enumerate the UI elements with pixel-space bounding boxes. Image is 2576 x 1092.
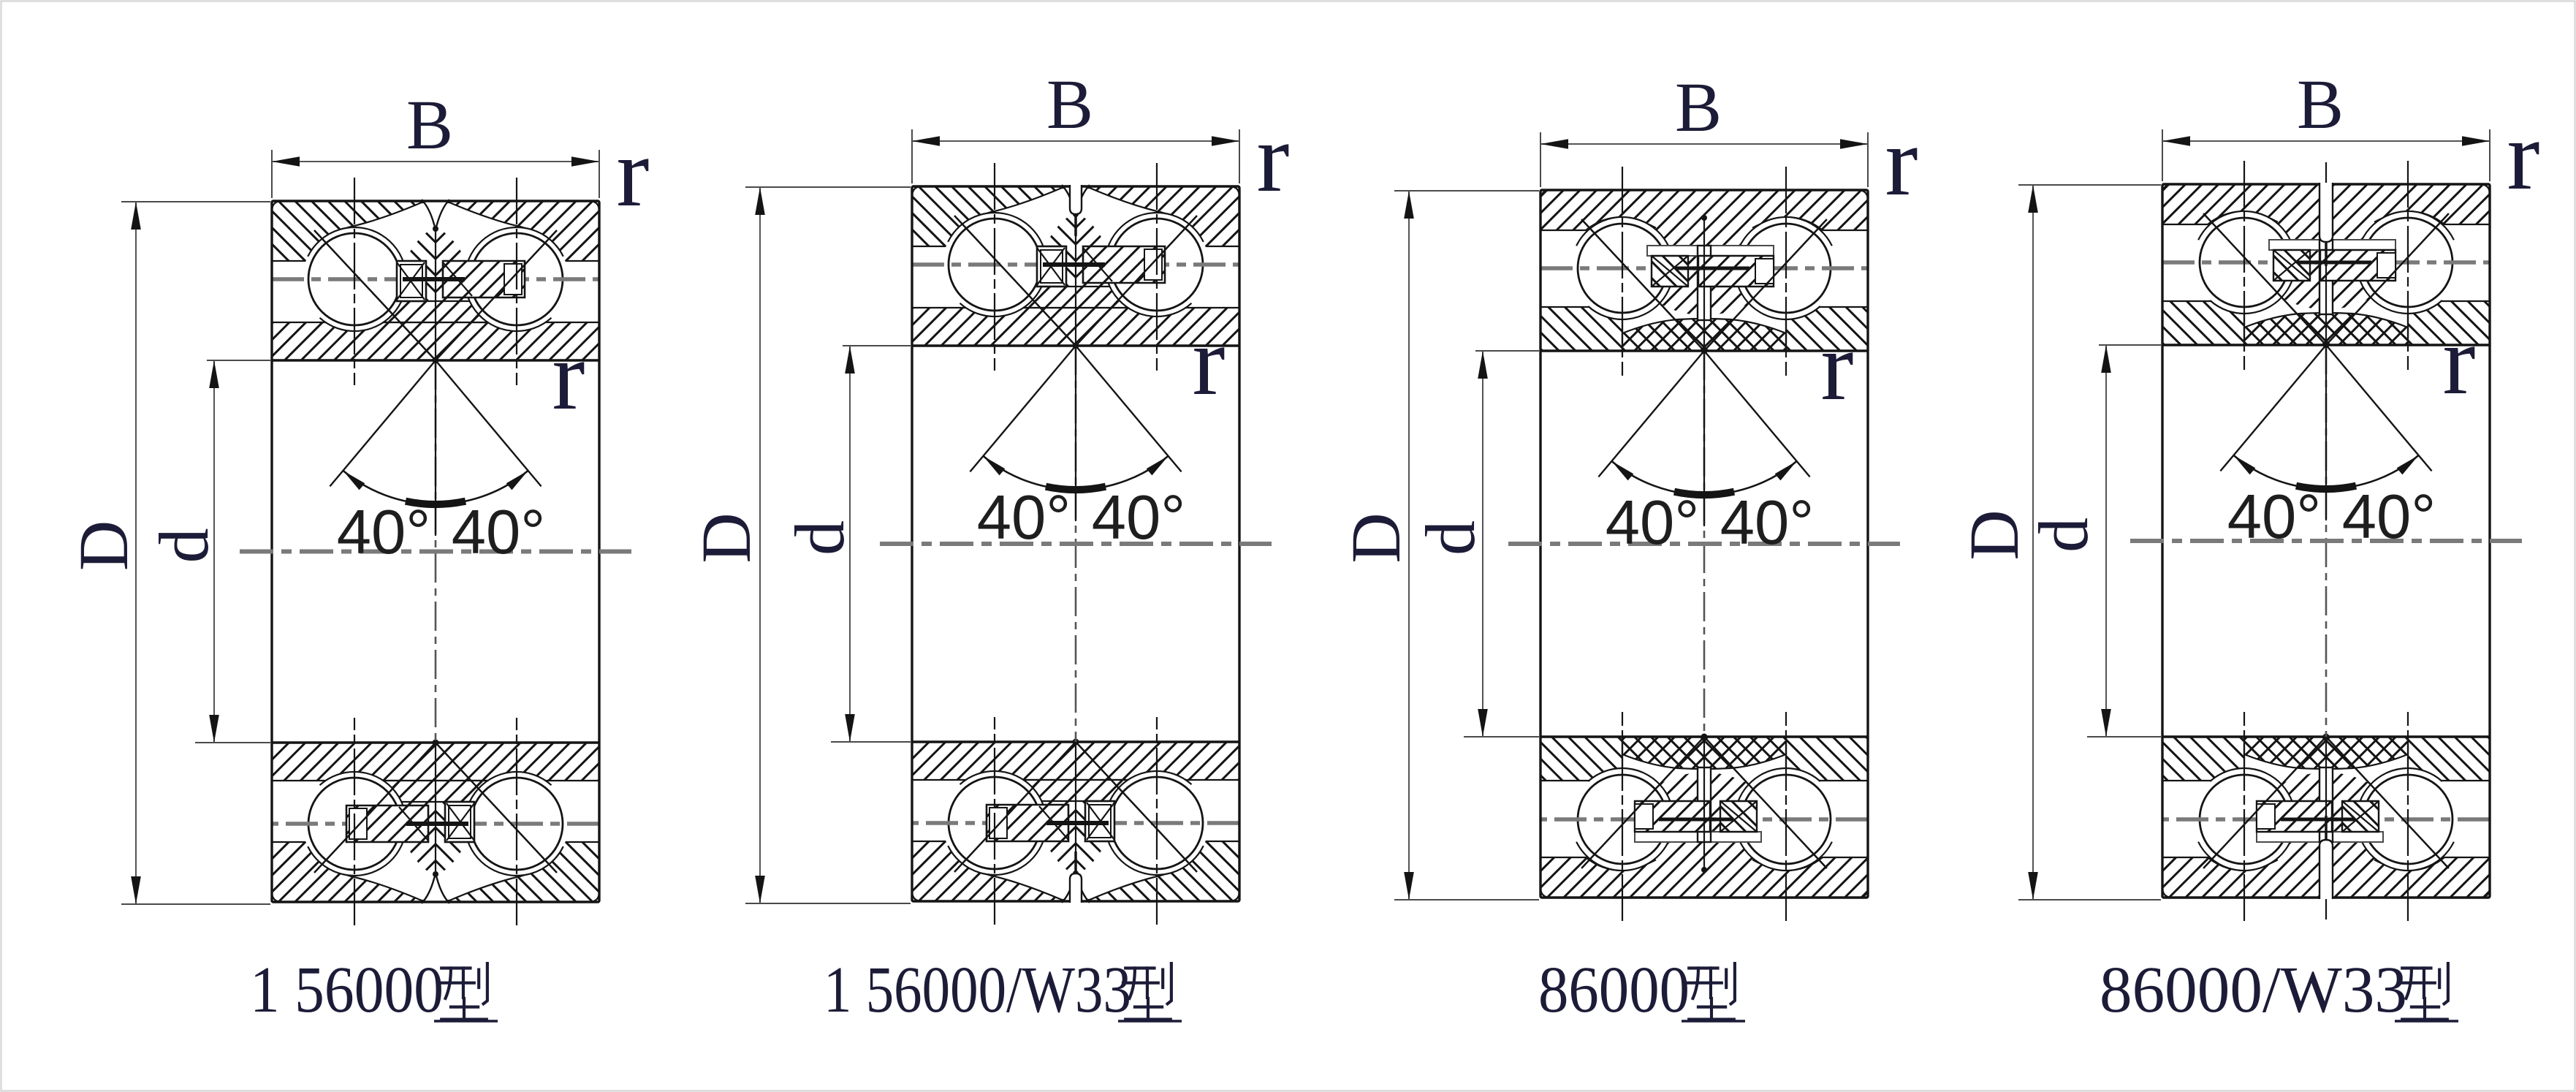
svg-text:r: r — [1257, 104, 1290, 213]
svg-text:d: d — [1411, 520, 1489, 556]
svg-text:r: r — [2443, 306, 2476, 415]
svg-text:40°: 40° — [1606, 488, 1700, 558]
svg-text:1 56000/W33: 1 56000/W33 — [824, 954, 1131, 1026]
svg-text:B: B — [406, 86, 453, 164]
svg-text:r: r — [617, 118, 650, 227]
svg-text:86000/W33: 86000/W33 — [2100, 954, 2407, 1026]
svg-text:40°: 40° — [977, 483, 1071, 553]
svg-text:40°: 40° — [2227, 482, 2322, 552]
svg-text:D: D — [1337, 512, 1415, 563]
svg-text:r: r — [1885, 107, 1918, 216]
svg-text:40°: 40° — [2342, 482, 2436, 552]
svg-text:D: D — [1955, 509, 2033, 560]
svg-text:r: r — [2507, 102, 2540, 211]
svg-text:40°: 40° — [452, 498, 546, 567]
svg-text:40°: 40° — [1720, 488, 1815, 558]
svg-text:d: d — [145, 528, 223, 564]
svg-text:r: r — [552, 322, 585, 431]
svg-text:B: B — [1046, 65, 1093, 143]
svg-text:D: D — [64, 520, 143, 571]
svg-text:B: B — [2297, 65, 2344, 143]
svg-text:40°: 40° — [337, 498, 431, 567]
svg-text:D: D — [687, 512, 765, 563]
svg-text:1 56000: 1 56000 — [250, 954, 444, 1026]
svg-text:86000: 86000 — [1538, 954, 1690, 1026]
svg-text:B: B — [1675, 68, 1722, 146]
svg-text:d: d — [2024, 517, 2102, 553]
svg-text:d: d — [780, 520, 859, 556]
svg-text:40°: 40° — [1092, 483, 1186, 553]
svg-text:r: r — [1821, 312, 1854, 421]
svg-text:r: r — [1193, 307, 1226, 416]
